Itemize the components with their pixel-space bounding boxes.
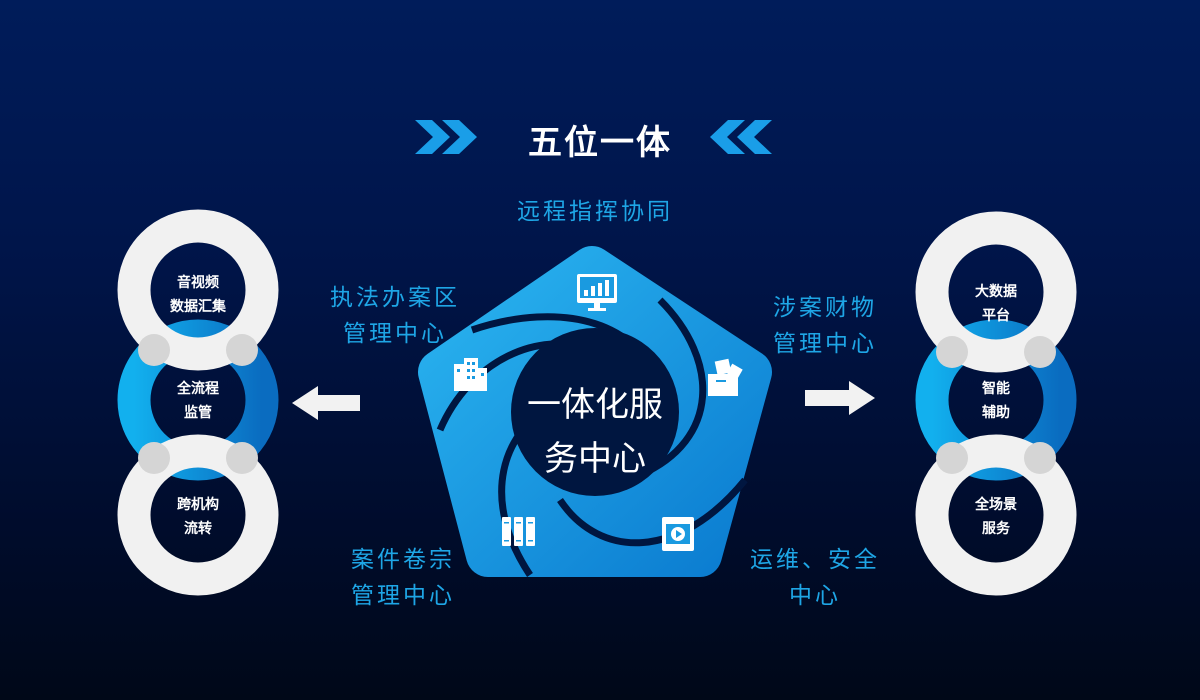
monitor-chart-icon [577,274,617,311]
chevron-left-icon [710,120,772,154]
ring-text: 服务 [982,521,1010,537]
video-icon [662,517,694,551]
buildings-icon [454,358,487,391]
label-line: 管理中心 [351,583,455,609]
ring-text: 流转 [184,521,212,537]
right-ring-chain [915,211,1077,596]
ring-text: 全场景 [975,497,1017,513]
ring-text: 辅助 [982,405,1010,421]
ring-text: 全流程 [177,381,219,397]
center-line-1: 一体化服 [527,385,663,425]
label-line: 管理中心 [773,331,877,357]
box-icon [708,358,743,396]
right-ring-3: 全场景服务 [936,493,1056,541]
ring-text: 大数据 [975,284,1017,300]
left-ring-1: 音视频数据汇集 [138,271,258,319]
label-case-files-center: 案件卷宗 管理中心 [318,542,488,614]
center-title: 一体化服 务中心 [495,378,695,486]
label-line: 执法办案区 [330,285,460,311]
label-remote-command: 远程指挥协同 [517,199,673,225]
chevron-right-icon [415,120,477,154]
ring-text: 跨机构 [177,497,219,513]
service-pentagon [418,246,772,577]
label-property-center: 涉案财物 管理中心 [740,290,910,362]
left-ring-chain [117,209,279,596]
arrow-right-icon [805,381,875,415]
label-ops-security-center: 运维、安全 中心 [730,542,900,614]
ring-text: 监管 [184,405,212,421]
left-ring-3: 跨机构流转 [138,493,258,541]
ring-text: 智能 [982,381,1010,397]
right-ring-1: 大数据平台 [936,280,1056,328]
ring-text: 音视频 [177,275,219,291]
label-line: 管理中心 [343,321,447,347]
label-case-handling-area: 执法办案区 管理中心 [310,280,480,352]
arrow-left-icon [292,386,360,420]
center-line-2: 务中心 [544,439,646,479]
archive-binders-icon [502,517,535,546]
label-line: 涉案财物 [773,295,877,321]
label-line: 案件卷宗 [351,547,455,573]
label-line: 中心 [789,583,841,609]
ring-text: 数据汇集 [170,299,226,315]
right-ring-2: 智能辅助 [936,377,1056,425]
page-title: 五位一体 [528,123,672,163]
left-ring-2: 全流程监管 [138,377,258,425]
label-line: 运维、安全 [750,547,880,573]
ring-text: 平台 [982,308,1010,324]
